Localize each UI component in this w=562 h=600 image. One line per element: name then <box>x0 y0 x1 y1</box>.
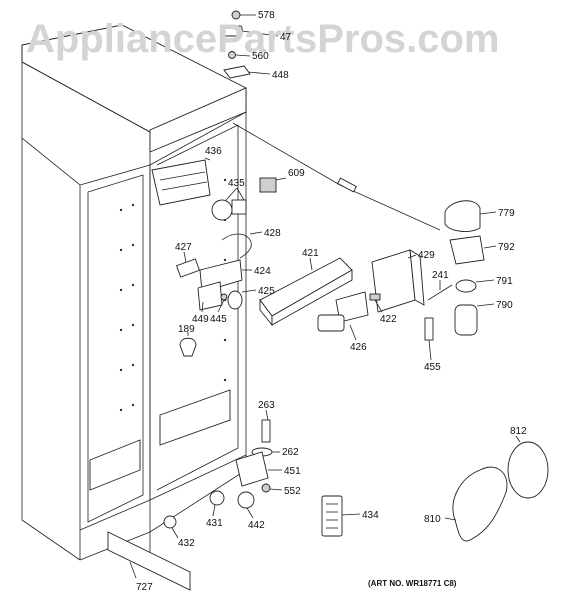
freezer-liner-inner <box>87 174 144 523</box>
part-812-gasket <box>507 441 549 499</box>
part-427-connector <box>175 258 201 278</box>
part-428-harness <box>221 233 252 259</box>
part-792-housing <box>449 235 485 265</box>
part-727-kick-plate <box>107 531 191 591</box>
callout-263: 263 <box>258 400 275 411</box>
part-189-plug <box>179 337 197 357</box>
callout-424: 424 <box>254 266 271 277</box>
fresh-food-bottom-pan <box>159 389 231 446</box>
callout-428: 428 <box>264 228 281 239</box>
light-and-control-parts <box>151 122 485 357</box>
callout-448: 448 <box>272 70 289 81</box>
part-451-hinge <box>235 451 269 487</box>
leader-lines <box>129 14 521 579</box>
callout-422: 422 <box>380 314 397 325</box>
cabinet-left-bottom <box>21 138 81 561</box>
callout-432: 432 <box>178 538 195 549</box>
part-449-bracket <box>197 281 223 311</box>
callout-812: 812 <box>510 426 527 437</box>
part-790-filter <box>454 304 478 336</box>
callout-552: 552 <box>284 486 301 497</box>
callout-560: 560 <box>252 51 269 62</box>
callout-791: 791 <box>496 276 513 287</box>
callout-609: 609 <box>288 168 305 179</box>
callout-442: 442 <box>248 520 265 531</box>
part-791-ring <box>455 279 477 293</box>
freezer-liner <box>79 164 151 531</box>
part-422-clip <box>369 293 381 301</box>
part-442-cap <box>237 491 255 509</box>
part-425-knob <box>227 290 243 310</box>
part-552-screw <box>261 483 271 493</box>
part-263-pin <box>261 419 271 443</box>
top-hinge-assembly <box>221 10 251 79</box>
callout-455: 455 <box>424 362 441 373</box>
cabinet-divider-edge <box>21 61 151 560</box>
cabinet-top-front <box>149 87 247 153</box>
tube-coupler <box>337 177 357 193</box>
callout-241: 241 <box>432 270 449 281</box>
callout-792: 792 <box>498 242 515 253</box>
part-432-plug <box>163 515 177 529</box>
water-line-tube <box>232 122 341 186</box>
callout-426: 426 <box>350 342 367 353</box>
fresh-food-liner-inner <box>156 124 239 491</box>
cabinet-left-side <box>21 45 81 560</box>
callout-727: 727 <box>136 582 153 593</box>
callout-189: 189 <box>178 324 195 335</box>
part-609-switch <box>259 177 277 193</box>
part-445-pointer <box>220 293 228 301</box>
part-436-light-shield <box>151 159 211 206</box>
part-426-grille <box>317 314 345 332</box>
callout-421: 421 <box>302 248 319 259</box>
part-435-bulb <box>211 199 233 221</box>
lower-parts <box>107 419 549 591</box>
part-431-plug <box>209 490 225 506</box>
part-241-pin <box>427 284 453 301</box>
callout-449: 449 <box>192 314 209 325</box>
callout-47: 47 <box>280 32 292 43</box>
art-number: (ART NO. WR18771 C8) <box>368 579 457 588</box>
callout-451: 451 <box>284 466 301 477</box>
freezer-bottom-pan <box>89 439 141 491</box>
part-455-plug <box>424 317 434 341</box>
fresh-food-liner <box>149 111 247 501</box>
part-779-cap <box>444 200 481 232</box>
callout-790: 790 <box>496 300 513 311</box>
callout-445: 445 <box>210 314 227 325</box>
part-448-hinge <box>223 65 251 79</box>
callout-425: 425 <box>258 286 275 297</box>
callout-435: 435 <box>228 178 245 189</box>
callout-434: 434 <box>362 510 379 521</box>
part-560-screw <box>228 51 236 59</box>
callout-427: 427 <box>175 242 192 253</box>
watermark-text: AppliancePartsPros.com <box>26 17 500 61</box>
callout-429: 429 <box>418 250 435 261</box>
part-424-control <box>199 259 243 293</box>
callout-810: 810 <box>424 514 441 525</box>
part-810-tubing <box>452 466 508 542</box>
callout-262: 262 <box>282 447 299 458</box>
part-429-housing <box>371 249 416 313</box>
part-435-socket <box>231 199 247 215</box>
callout-labels: 578 47 560 448 436 435 609 779 792 791 7… <box>136 10 527 593</box>
callout-578: 578 <box>258 10 275 21</box>
part-434-grille <box>321 495 343 537</box>
callout-431: 431 <box>206 518 223 529</box>
callout-779: 779 <box>498 208 515 219</box>
callout-436: 436 <box>205 146 222 157</box>
